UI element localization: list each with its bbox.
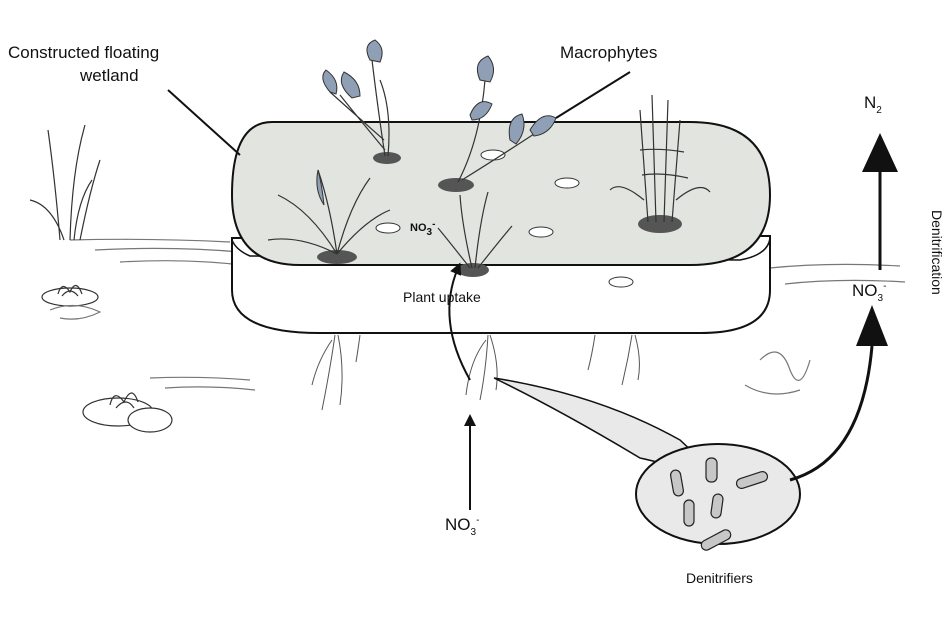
water-lily-icon [82, 392, 173, 433]
reed-plant-icon [609, 94, 711, 233]
floating-mat [230, 121, 772, 334]
denitrification-curve-arrow [789, 345, 874, 482]
denitrifiers-label: Denitrifiers [686, 570, 753, 586]
arrowhead-icon [856, 305, 888, 346]
wetland-label-line2: wetland [79, 66, 139, 85]
denitrifiers-zoom [493, 377, 801, 551]
shoreline-sketches [69, 238, 906, 395]
no3-bottom-label: NO3- [445, 515, 479, 538]
arrows [448, 133, 898, 510]
plant-uptake-label: Plant uptake [403, 289, 481, 305]
no3-mat-label: NO3- [410, 219, 435, 238]
arrowhead-icon [862, 133, 898, 172]
macrophytes-leader-line [555, 71, 631, 119]
denitrification-label: Denitrification [929, 210, 945, 295]
plant-uptake-arrow [448, 262, 471, 381]
macrophyte-plant-icon [322, 39, 401, 164]
wetland-label-line1: Constructed floating [8, 43, 159, 62]
no3-right-label: NO3- [852, 281, 886, 304]
macrophyte-plant-icon [438, 55, 557, 192]
water-lily-icon [41, 284, 102, 320]
grass-plant-icon [267, 169, 391, 264]
root-icon [311, 334, 640, 411]
n2-label: N2 [864, 93, 882, 116]
macrophytes-label: Macrophytes [560, 43, 657, 62]
wetland-leader-line [167, 89, 241, 156]
grass-plant-icon [437, 191, 513, 277]
reed-icon [29, 124, 101, 241]
